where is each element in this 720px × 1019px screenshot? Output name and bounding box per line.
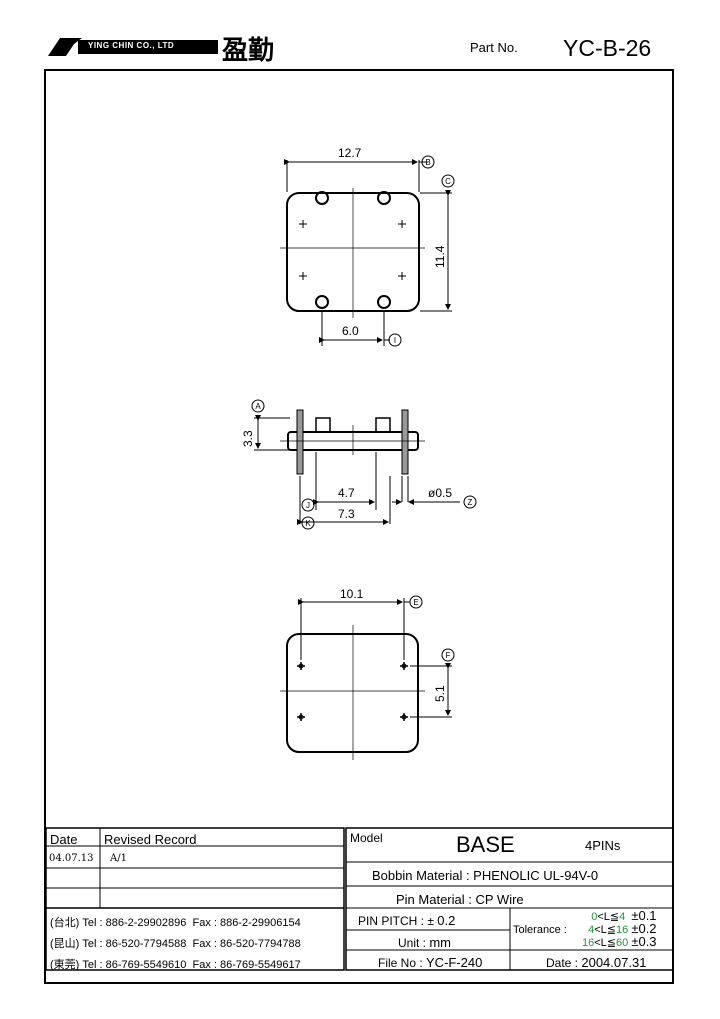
ref-b: B — [425, 158, 430, 167]
pin-pitch: PIN PITCH : ± 0.2 — [358, 913, 455, 928]
ref-a: A — [255, 402, 261, 411]
pin-pitch-label: PIN PITCH : ± — [358, 914, 438, 928]
bobbin-material-value: PHENOLIC UL-94V-0 — [473, 868, 599, 883]
bobbin-material-label: Bobbin Material : — [372, 868, 474, 883]
tolerance-row: 4<L≦16 ±0.2 — [588, 921, 657, 936]
ref-f: F — [446, 651, 451, 660]
unit-label: Unit : — [398, 936, 430, 950]
dim-width-top: 12.7 — [338, 146, 362, 160]
ref-z: Z — [468, 498, 473, 507]
top-pin-hole — [377, 295, 391, 309]
unit-value: mm — [429, 935, 452, 950]
contact-row-kunshan: (昆山) Tel : 86-520-7794588 Fax : 86-520-7… — [50, 935, 301, 951]
file-no: File No : YC-F-240 — [378, 955, 482, 970]
contact-city: (昆山) — [50, 938, 80, 950]
dim-side-outer: 7.3 — [338, 507, 355, 521]
technical-drawing: 12.7 11.4 6.0 3.3 4.7 7.3 ø0.5 10.1 5.1 … — [241, 146, 477, 760]
pin-pitch-value: 0.2 — [437, 913, 456, 928]
ref-c: C — [445, 177, 451, 186]
contact-fax: Fax : 86-520-7794788 — [192, 938, 301, 950]
title-block-grid — [45, 827, 674, 971]
top-pin-hole — [315, 191, 329, 205]
contact-city: (東莞) — [50, 959, 80, 971]
ref-i: I — [394, 336, 396, 345]
contact-tel: Tel : 86-769-5549610 — [82, 959, 187, 971]
doc-date: Date : 2004.07.31 — [546, 955, 646, 970]
contact-row-dongguan: (東莞) Tel : 86-769-5549610 Fax : 86-769-5… — [50, 956, 301, 972]
top-pin-hole — [315, 295, 329, 309]
company-name-cn: 盈勤 — [222, 36, 275, 66]
dim-width-bottom: 10.1 — [340, 587, 364, 601]
contact-city: (台北) — [50, 917, 80, 929]
file-no-value: YC-F-240 — [426, 955, 483, 970]
contact-tel: Tel : 86-520-7794588 — [82, 938, 187, 950]
top-pin-hole — [377, 191, 391, 205]
model-value: BASE — [456, 832, 515, 857]
company-name-en: YING CHIN CO., LTD — [88, 41, 175, 50]
doc-date-label: Date : — [546, 956, 582, 970]
company-logo — [48, 38, 218, 56]
side-pin — [296, 409, 304, 475]
tolerance-row: 16<L≦60 ±0.3 — [582, 934, 657, 949]
contact-tel: Tel : 886-2-29902896 — [82, 917, 187, 929]
tolerance-label: Tolerance : — [513, 924, 567, 936]
revision-date: 04.07.13 — [49, 853, 94, 864]
ref-j: J — [306, 501, 310, 510]
part-no-value: YC-B-26 — [563, 35, 652, 61]
dim-pin-diameter: ø0.5 — [428, 486, 452, 500]
ref-e: E — [413, 598, 418, 607]
revised-record-header: Revised Record — [104, 832, 197, 847]
dim-side-inner: 4.7 — [338, 486, 355, 500]
file-no-label: File No : — [378, 956, 427, 970]
contact-row-taipei: (台北) Tel : 886-2-29902896 Fax : 886-2-29… — [50, 914, 301, 930]
part-no-label: Part No. — [470, 40, 518, 55]
tolerance-row: 0<L≦4 ±0.1 — [591, 908, 657, 923]
pin-count: 4PINs — [585, 838, 621, 853]
pin-material-label: Pin Material : — [396, 892, 476, 907]
contact-fax: Fax : 86-769-5549617 — [192, 959, 301, 971]
side-pin — [401, 409, 409, 475]
dim-height-top: 11.4 — [433, 245, 447, 268]
doc-date-value: 2004.07.31 — [581, 955, 647, 970]
contact-fax: Fax : 886-2-29906154 — [192, 917, 301, 929]
model-label: Model — [350, 831, 383, 845]
tolerance-table: 0<L≦4 ±0.1 4<L≦16 ±0.2 16<L≦60 ±0.3 — [582, 908, 657, 949]
ref-k: K — [305, 519, 311, 528]
dim-pin-spacing: 6.0 — [342, 324, 359, 338]
revision-record: A/1 — [110, 853, 127, 864]
date-header: Date — [50, 832, 78, 847]
bobbin-material: Bobbin Material : PHENOLIC UL-94V-0 — [372, 868, 598, 883]
drawing-frame — [44, 69, 674, 984]
pin-material-value: CP Wire — [475, 892, 524, 907]
dim-side-height: 3.3 — [241, 430, 255, 447]
bottom-view-body — [286, 633, 419, 753]
pin-material: Pin Material : CP Wire — [396, 892, 524, 907]
unit: Unit : mm — [398, 935, 451, 950]
dim-height-bottom: 5.1 — [433, 685, 447, 702]
